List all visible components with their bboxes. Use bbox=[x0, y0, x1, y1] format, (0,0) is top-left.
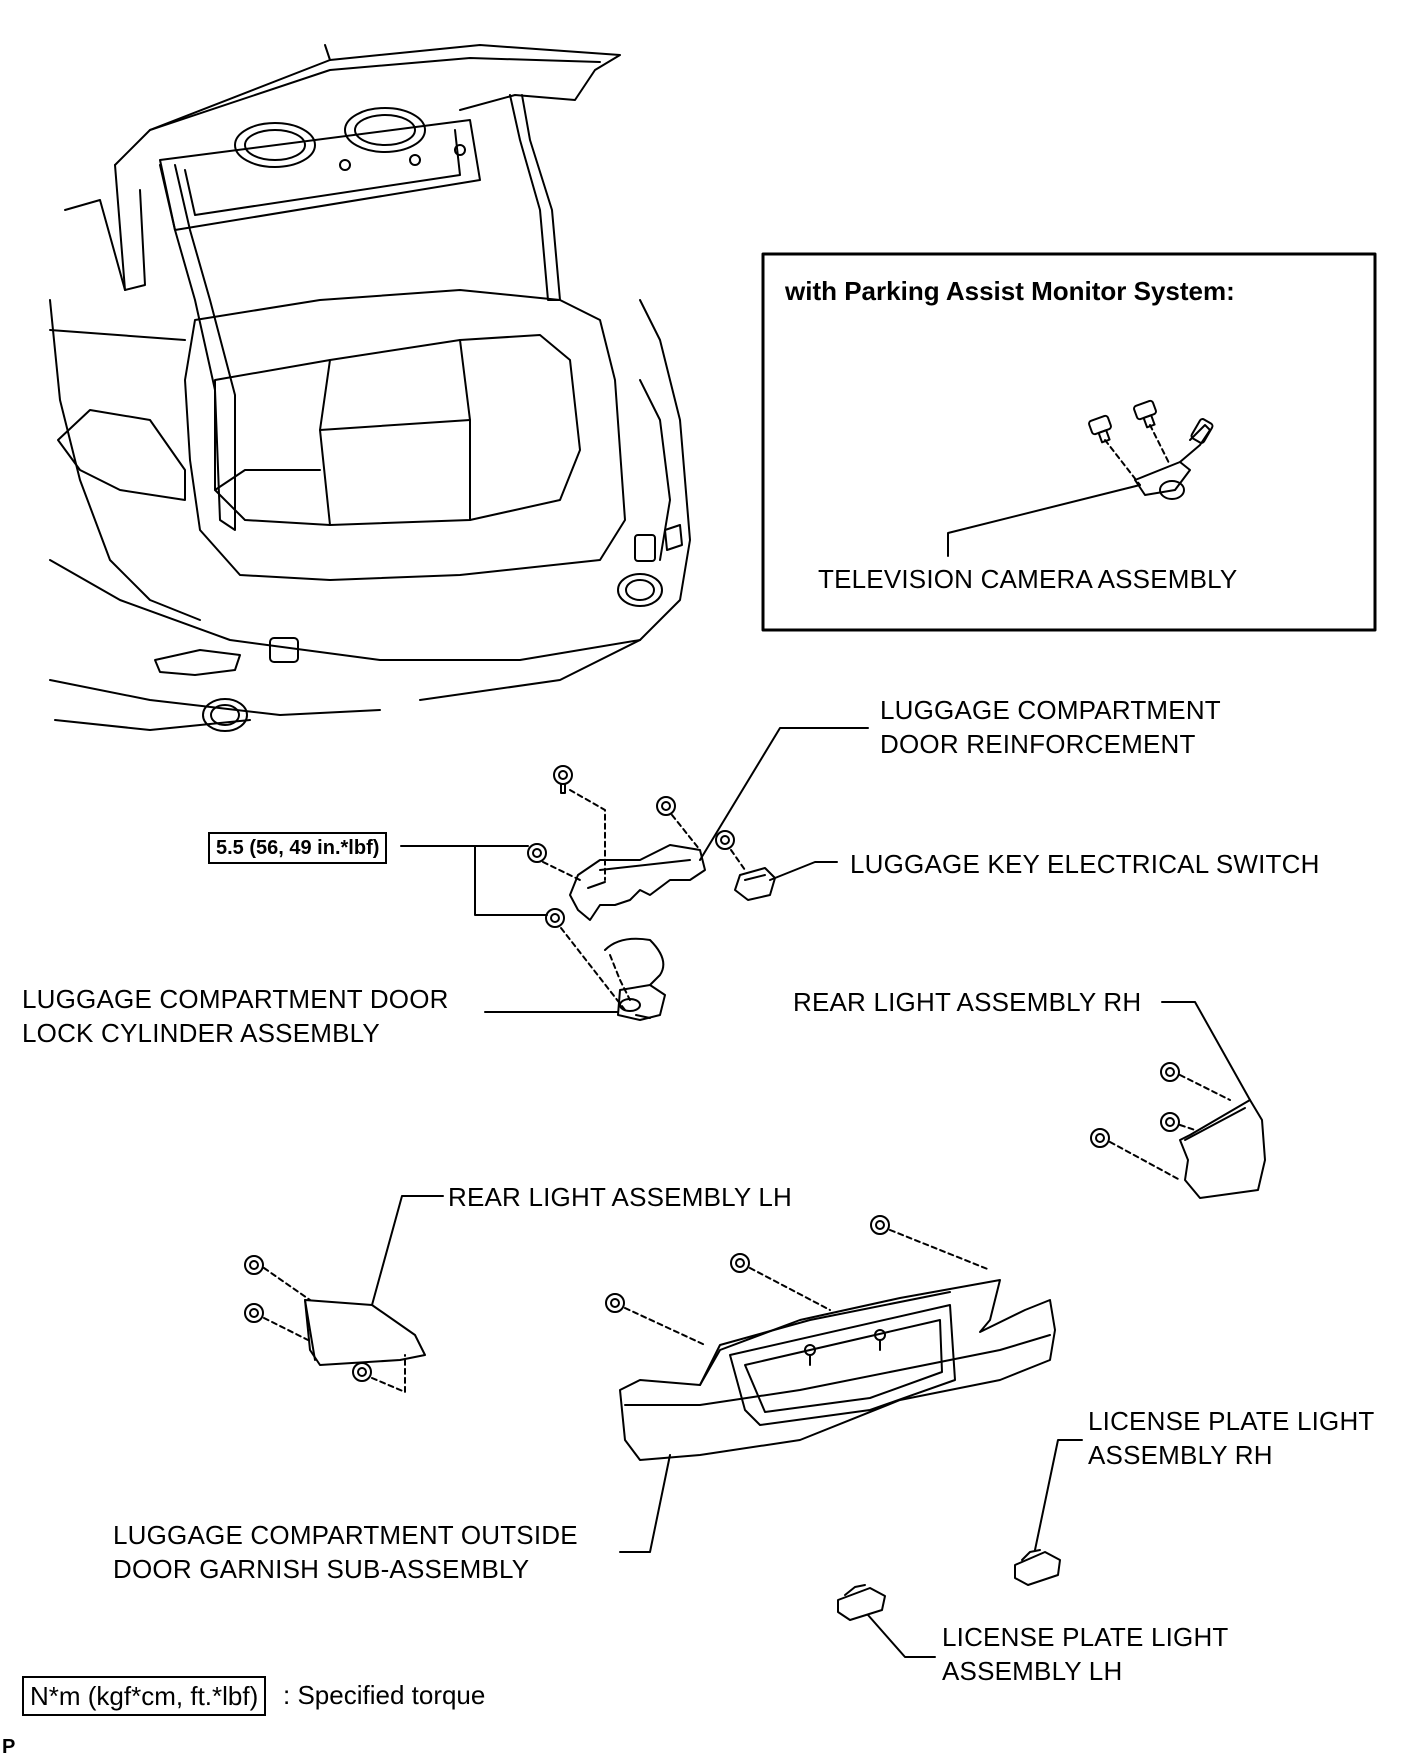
reinforcement-leader-line bbox=[699, 727, 869, 861]
rear-light-rh-drawing bbox=[1090, 1001, 1266, 1199]
license-plate-light-rh-label-line2: ASSEMBLY RH bbox=[1088, 1440, 1273, 1470]
torque-leaders bbox=[400, 845, 548, 916]
license-plate-light-lh-label-line2: ASSEMBLY LH bbox=[942, 1656, 1123, 1686]
lock-cylinder-label-line1: LUGGAGE COMPARTMENT DOOR bbox=[22, 984, 449, 1014]
rear-light-lh-drawing bbox=[244, 1195, 444, 1393]
reinforcement-label-line2: DOOR REINFORCEMENT bbox=[880, 729, 1196, 759]
rear-light-lh-label: REAR LIGHT ASSEMBLY LH bbox=[448, 1182, 792, 1212]
garnish-drawing bbox=[605, 1215, 1056, 1553]
garnish-label-line2: DOOR GARNISH SUB-ASSEMBLY bbox=[113, 1554, 530, 1584]
page-mark: P bbox=[2, 1736, 16, 1758]
torque-spec-box: 5.5 (56, 49 in.*lbf) bbox=[208, 832, 388, 864]
lock-cylinder-drawing bbox=[484, 937, 666, 1021]
license-plate-light-lh-drawing bbox=[837, 1584, 936, 1658]
lock-cylinder-label-line2: LOCK CYLINDER ASSEMBLY bbox=[22, 1018, 380, 1048]
rear-light-rh-leader-line bbox=[1161, 1001, 1251, 1101]
legend-units-box: N*m (kgf*cm, ft.*lbf) bbox=[22, 1676, 267, 1716]
car-rear-illustration bbox=[49, 44, 691, 732]
rear-light-lh-leader-line bbox=[371, 1195, 444, 1306]
reinforcement-drawing bbox=[527, 727, 869, 1011]
garnish-leader-line bbox=[619, 1454, 671, 1553]
license-plate-light-rh-label-line1: LICENSE PLATE LIGHT bbox=[1088, 1406, 1375, 1436]
television-camera-drawing bbox=[947, 399, 1214, 557]
garnish-label-line1: LUGGAGE COMPARTMENT OUTSIDE bbox=[113, 1520, 578, 1550]
camera-leader-line bbox=[947, 484, 1141, 557]
license-plate-light-rh-drawing bbox=[1014, 1439, 1083, 1586]
legend-meaning: : Specified torque bbox=[283, 1680, 486, 1710]
inset-title: with Parking Assist Monitor System: bbox=[785, 276, 1235, 306]
television-camera-label: TELEVISION CAMERA ASSEMBLY bbox=[818, 564, 1238, 594]
key-switch-label: LUGGAGE KEY ELECTRICAL SWITCH bbox=[850, 849, 1320, 879]
rear-light-rh-label: REAR LIGHT ASSEMBLY RH bbox=[793, 987, 1142, 1017]
key-switch-leader-line bbox=[769, 861, 838, 881]
lic-lh-leader-line bbox=[867, 1614, 936, 1658]
lic-rh-leader-line bbox=[1034, 1439, 1083, 1551]
inset-frame bbox=[761, 252, 1377, 632]
reinforcement-label-line1: LUGGAGE COMPARTMENT bbox=[880, 695, 1221, 725]
license-plate-light-lh-label-line1: LICENSE PLATE LIGHT bbox=[942, 1622, 1229, 1652]
